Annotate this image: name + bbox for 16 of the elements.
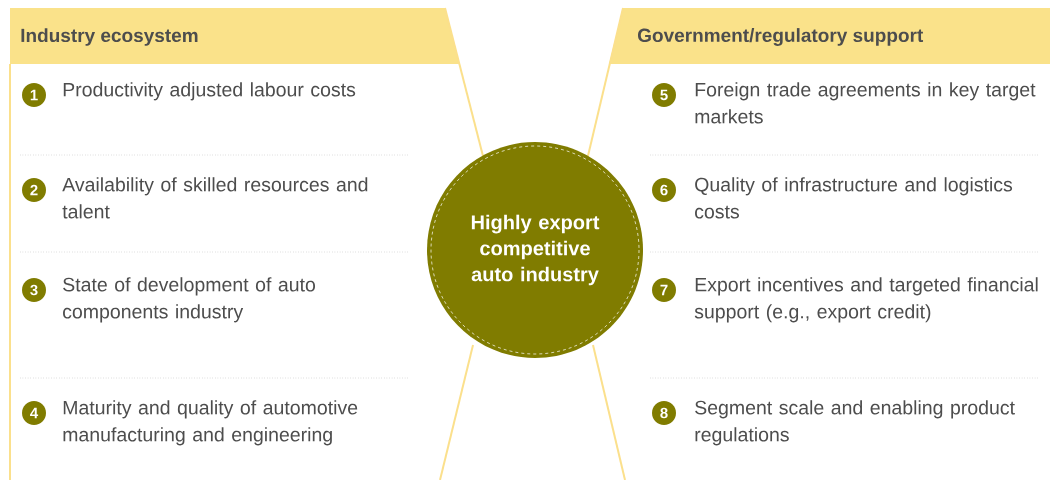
item-text: Availability of skilled resources and talent bbox=[62, 177, 368, 219]
item-text: Export incentives and targeted financial support (e.g., export credit) bbox=[694, 277, 1038, 323]
item-text: Foreign trade agreements in key target markets bbox=[695, 82, 1036, 124]
item-text: Quality of infrastructure and logistics costs bbox=[695, 177, 1013, 219]
number-badge: 1 bbox=[22, 83, 46, 107]
number-badge: 6 bbox=[652, 178, 676, 202]
item-text: Maturity and quality of automotive manufacturing and engineering bbox=[63, 400, 358, 446]
item-text: Segment scale and enabling product regulations bbox=[695, 400, 1015, 446]
number-badge: 4 bbox=[22, 401, 46, 425]
number-badge: 7 bbox=[652, 278, 676, 302]
number-badge: 8 bbox=[652, 401, 676, 425]
number-badge: 2 bbox=[22, 178, 46, 202]
number-badge: 3 bbox=[22, 278, 46, 302]
item-text: Productivity adjusted labour costs bbox=[63, 82, 356, 101]
number-badge: 5 bbox=[652, 83, 676, 107]
item-text: State of development of auto components industry bbox=[63, 277, 315, 323]
